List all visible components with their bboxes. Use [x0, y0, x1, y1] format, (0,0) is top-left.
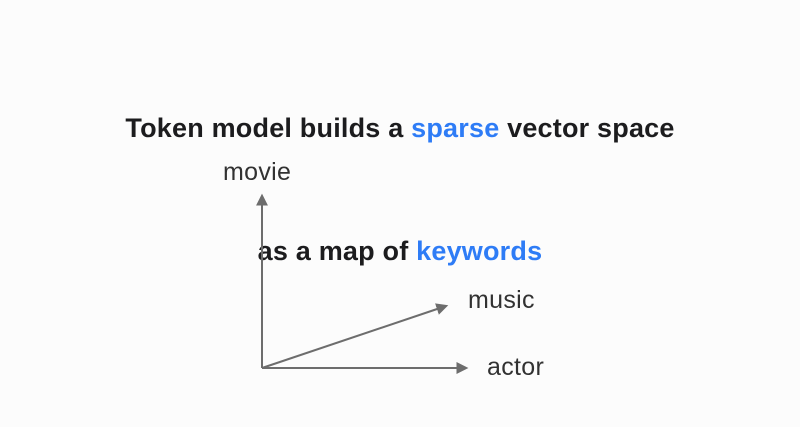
axis-label-movie: movie	[223, 158, 292, 186]
axis-label-actor: actor	[487, 353, 545, 381]
axis-arrow-music	[261, 303, 449, 369]
title-text: vector space	[499, 113, 675, 143]
slide-title-line1: Token model builds a sparse vector space	[0, 108, 800, 149]
slide-title: Token model builds a sparse vector space…	[0, 26, 800, 313]
title-text: Token model builds a	[125, 113, 412, 143]
title-highlight-keywords: keywords	[416, 236, 543, 266]
slide-title-line2: as a map of keywords	[0, 231, 800, 272]
title-highlight-sparse: sparse	[411, 113, 500, 143]
axis-label-music: music	[468, 286, 535, 314]
